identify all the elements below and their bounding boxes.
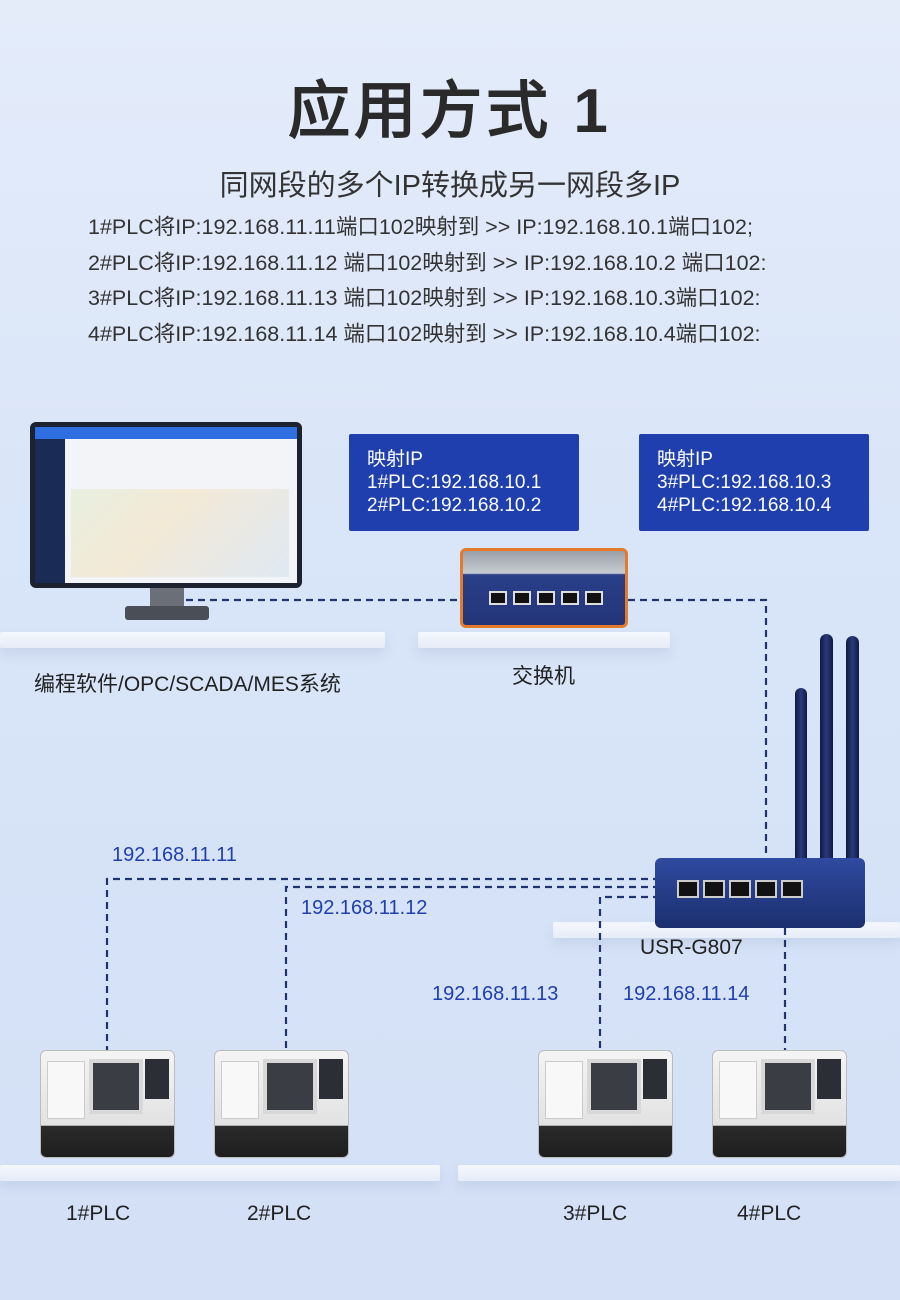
mapping-box-left-line2: 2#PLC:192.168.10.2 bbox=[367, 495, 542, 516]
cnc-machine-icon bbox=[538, 1050, 673, 1158]
ip-label-plc4: 192.168.11.14 bbox=[623, 983, 750, 1005]
mapping-box-left: 映射IP 1#PLC:192.168.10.1 2#PLC:192.168.10… bbox=[349, 434, 579, 531]
router-label: USR-G807 bbox=[640, 936, 743, 959]
cnc-machine-icon bbox=[712, 1050, 847, 1158]
ip-label-plc3: 192.168.11.13 bbox=[432, 983, 559, 1005]
page-title: 应用方式 1 bbox=[288, 77, 612, 146]
4g-router-icon bbox=[655, 858, 865, 928]
mapping-lines: 1#PLC将IP:192.168.11.11端口102映射到 >> IP:192… bbox=[88, 210, 868, 352]
shelf-plc-right bbox=[458, 1165, 900, 1181]
antenna-icon bbox=[820, 634, 833, 868]
mapping-line-2: 2#PLC将IP:192.168.11.12 端口102映射到 >> IP:19… bbox=[88, 250, 767, 275]
shelf-plc-left bbox=[0, 1165, 440, 1181]
link-router-plc3 bbox=[598, 895, 660, 1050]
mapping-line-1: 1#PLC将IP:192.168.11.11端口102映射到 >> IP:192… bbox=[88, 215, 753, 239]
shelf-computer bbox=[0, 632, 385, 648]
mapping-box-right-line1: 3#PLC:192.168.10.3 bbox=[657, 472, 832, 493]
mapping-box-right-line2: 4#PLC:192.168.10.4 bbox=[657, 495, 832, 516]
mapping-box-left-heading: 映射IP bbox=[367, 449, 423, 470]
mapping-box-right-heading: 映射IP bbox=[657, 449, 713, 470]
monitor-base bbox=[125, 606, 209, 620]
switch-label: 交换机 bbox=[512, 665, 575, 688]
mapping-line-3: 3#PLC将IP:192.168.11.13 端口102映射到 >> IP:19… bbox=[88, 286, 761, 310]
page-subtitle: 同网段的多个IP转换成另一网段多IP bbox=[219, 170, 681, 202]
plc-label-1: 1#PLC bbox=[66, 1202, 131, 1225]
antenna-icon bbox=[846, 636, 859, 868]
antenna-icon bbox=[795, 688, 807, 868]
mapping-box-left-line1: 1#PLC:192.168.10.1 bbox=[367, 472, 542, 493]
shelf-switch bbox=[418, 632, 670, 648]
monitor-stand bbox=[150, 588, 184, 608]
cnc-machine-icon bbox=[40, 1050, 175, 1158]
software-label: 编程软件/OPC/SCADA/MES系统 bbox=[34, 673, 341, 696]
plc-label-2: 2#PLC bbox=[247, 1202, 312, 1225]
monitor-icon bbox=[30, 422, 302, 588]
ip-label-plc2: 192.168.11.12 bbox=[301, 897, 428, 919]
plc-label-4: 4#PLC bbox=[737, 1202, 802, 1225]
ip-label-plc1: 192.168.11.11 bbox=[112, 844, 237, 866]
ethernet-switch-icon bbox=[460, 548, 628, 628]
cnc-machine-icon bbox=[214, 1050, 349, 1158]
mapping-line-4: 4#PLC将IP:192.168.11.14 端口102映射到 >> IP:19… bbox=[88, 321, 761, 346]
plc-label-3: 3#PLC bbox=[563, 1202, 628, 1225]
mapping-box-right: 映射IP 3#PLC:192.168.10.3 4#PLC:192.168.10… bbox=[639, 434, 869, 531]
